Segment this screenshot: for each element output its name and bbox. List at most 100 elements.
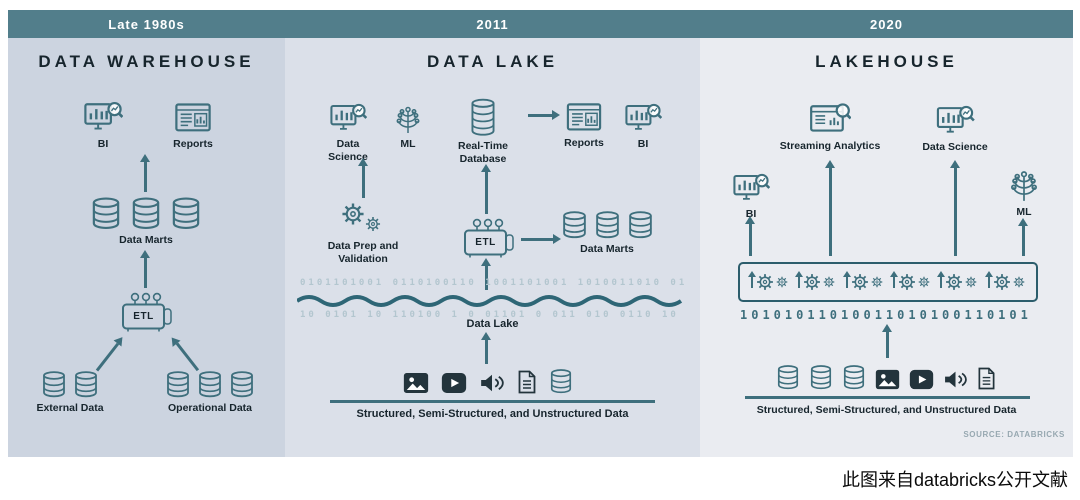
database-icon <box>627 210 654 239</box>
mini-arrow-icon <box>842 270 851 288</box>
gear-cluster <box>748 270 788 291</box>
gear-icon <box>1013 276 1025 288</box>
gear-cluster <box>984 270 1025 291</box>
panel-data-warehouse: Late 1980s DATA WAREHOUSE BI Reports Dat… <box>8 10 285 457</box>
reports-label: Reports <box>564 137 604 149</box>
gear-icon <box>851 273 869 291</box>
data-science-label: Data Science <box>922 141 988 153</box>
panel-data-lake: 2011 DATA LAKE Data Science ML Real-Time… <box>285 10 700 457</box>
ml-brain-icon <box>393 104 423 134</box>
panel-title: DATA LAKE <box>426 52 559 71</box>
data-marts-cylinders <box>561 210 654 239</box>
gear-cluster <box>842 270 883 291</box>
database-icon <box>594 210 621 239</box>
data-science-block: Data Science <box>902 104 1008 154</box>
arrow-external-to-etl <box>95 342 119 372</box>
realtime-database-icon <box>469 98 497 136</box>
ml-brain-icon <box>1008 168 1040 202</box>
bi-block: BI <box>720 172 782 221</box>
data-prep-block: Data Prep and Validation <box>313 240 413 266</box>
source-credit: SOURCE: DATABRICKS <box>963 430 1065 439</box>
reports-window-icon <box>174 102 212 134</box>
mini-arrow-icon <box>937 270 946 288</box>
audio-icon <box>479 372 505 394</box>
mini-arrow-icon <box>795 270 804 288</box>
database-icon <box>165 370 191 398</box>
arrow-sources-to-lake <box>485 340 488 364</box>
arrow-etl-to-realtime <box>485 172 488 214</box>
arrow-lake-to-etl <box>485 266 488 290</box>
gear-icon <box>945 273 963 291</box>
arrow-to-bi <box>749 224 752 256</box>
database-icon <box>561 210 588 239</box>
arrow-to-streaming <box>829 168 832 256</box>
operational-data-label: Operational Data <box>167 402 253 414</box>
database-icon <box>73 370 99 398</box>
etl-machine: ETL <box>460 218 516 262</box>
bi-chart-magnifier-icon <box>83 100 123 134</box>
arrow-etl-to-marts <box>521 238 553 241</box>
data-lake-label: Data Lake <box>466 318 519 330</box>
bi-block: BI <box>615 102 671 151</box>
data-science-chart-magnifier-icon <box>329 102 367 134</box>
gear-icon <box>365 216 381 232</box>
image-icon <box>403 372 429 394</box>
image-caption: 此图来自databricks公开文献 <box>841 470 1068 490</box>
database-icon <box>809 364 833 390</box>
era-label: 2020 <box>870 16 903 32</box>
metadata-layer-box <box>738 262 1038 302</box>
streaming-analytics-label: Streaming Analytics <box>779 140 881 152</box>
bi-chart-magnifier-icon <box>732 172 770 204</box>
arrow-prep-to-science <box>362 166 365 198</box>
etl-label: ETL <box>475 237 496 248</box>
gear-icon <box>871 276 883 288</box>
bi-label: BI <box>637 138 649 150</box>
reports-block: Reports <box>553 102 615 150</box>
reports-label: Reports <box>173 138 213 150</box>
data-science-chart-icon <box>935 104 975 137</box>
realtime-database-block: Real-Time Database <box>441 98 525 166</box>
gear-icon <box>776 276 788 288</box>
sources-label: Structured, Semi-Structured, and Unstruc… <box>356 408 629 420</box>
binary-digits: 10101011010011010100110101 <box>740 308 1032 322</box>
panel-lakehouse: 2020 LAKEHOUSE Streaming Analytics Data … <box>700 10 1073 457</box>
external-data-label: External Data <box>36 402 104 414</box>
arrow-marts-to-bi <box>144 162 147 192</box>
arrow-etl-to-marts <box>144 258 147 288</box>
streaming-analytics-icon <box>809 102 851 136</box>
database-icon <box>842 364 866 390</box>
data-marts-block: Data Marts <box>88 196 204 247</box>
source-icons-row <box>403 368 573 394</box>
bi-label: BI <box>97 138 109 150</box>
image-icon <box>875 369 900 390</box>
mini-arrow-icon <box>890 270 899 288</box>
sources-line <box>745 396 1030 399</box>
arrow-operational-to-etl <box>175 342 199 372</box>
gear-icon <box>341 202 365 226</box>
gear-icon <box>993 273 1011 291</box>
document-icon <box>517 370 537 394</box>
gear-cluster <box>890 270 930 291</box>
era-header: 2011 <box>285 10 700 38</box>
gear-cluster <box>795 270 835 291</box>
gear-cluster <box>937 270 977 291</box>
database-icon <box>41 370 67 398</box>
ml-block: ML <box>385 104 431 151</box>
database-icon <box>170 196 202 230</box>
sources-line <box>330 400 655 403</box>
realtime-database-label: Real-Time Database <box>458 140 508 166</box>
data-marts-label: Data Marts <box>119 234 173 246</box>
data-marts-block: Data Marts <box>559 210 655 256</box>
database-icon <box>776 364 800 390</box>
gear-icon <box>898 273 916 291</box>
database-icon <box>90 196 122 230</box>
data-prep-label: Data Prep and Validation <box>327 240 399 266</box>
gear-icon <box>803 273 821 291</box>
database-icon <box>130 196 162 230</box>
reports-window-icon <box>566 102 602 133</box>
era-header: Late 1980s <box>8 10 285 38</box>
bi-block: BI <box>63 100 143 151</box>
mini-arrow-icon <box>748 270 757 288</box>
etl-machine: ETL <box>118 292 174 336</box>
binary-digits: 10 0101 10 110100 1 0 01101 0 011 010 01… <box>300 310 686 320</box>
